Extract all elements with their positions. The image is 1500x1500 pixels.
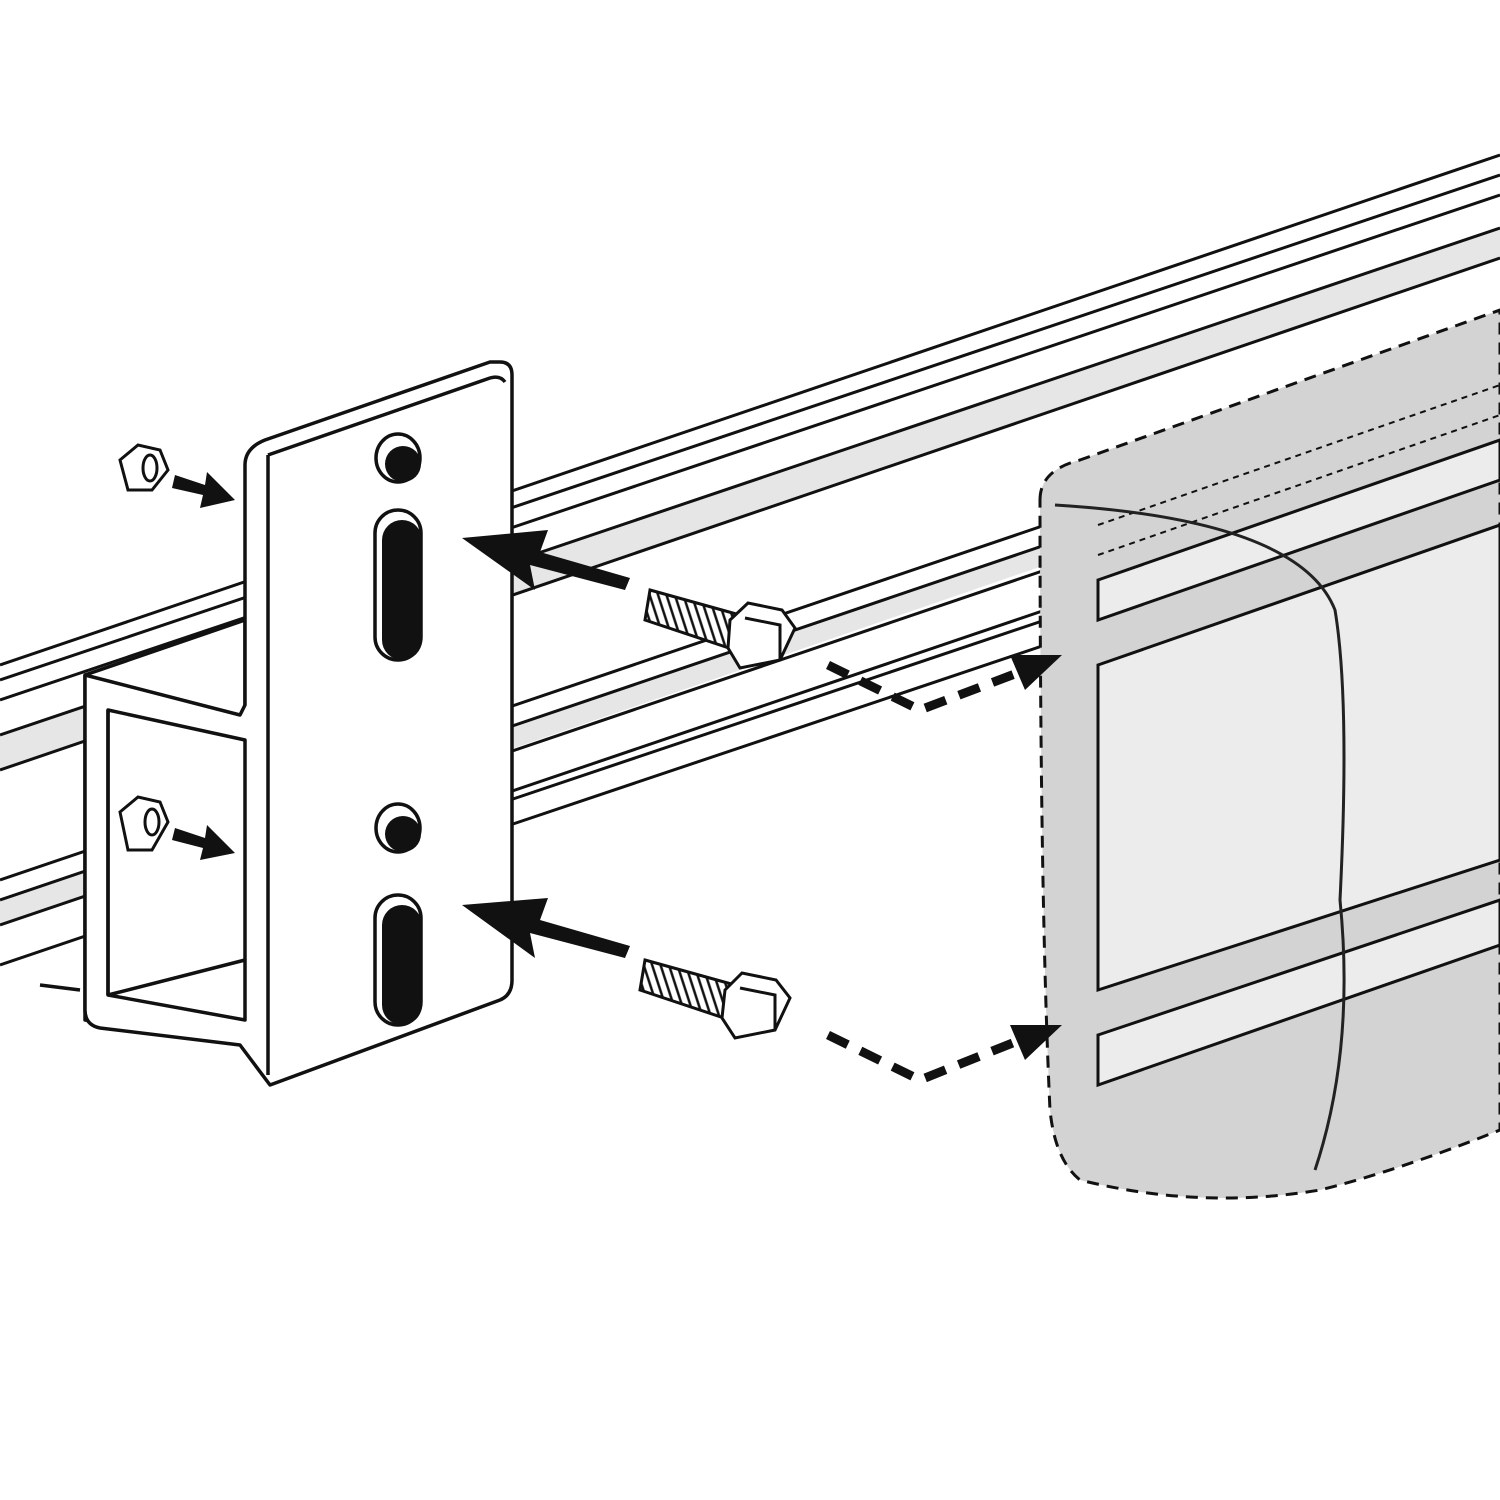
detail-arrow-icon (826, 660, 1022, 1085)
insert-arrow-icon (462, 530, 630, 958)
bracket-holes (373, 432, 423, 1027)
bracket (39, 360, 514, 1087)
hex-bolt-icon (643, 588, 797, 670)
hex-nut-icon (118, 443, 170, 492)
hex-nut-icon (118, 795, 170, 852)
nut-arrow-icon (172, 472, 235, 860)
detail-arrowhead-icon (1010, 655, 1062, 1060)
hex-bolt-icon (638, 958, 792, 1040)
detail-callout (1038, 308, 1500, 1200)
